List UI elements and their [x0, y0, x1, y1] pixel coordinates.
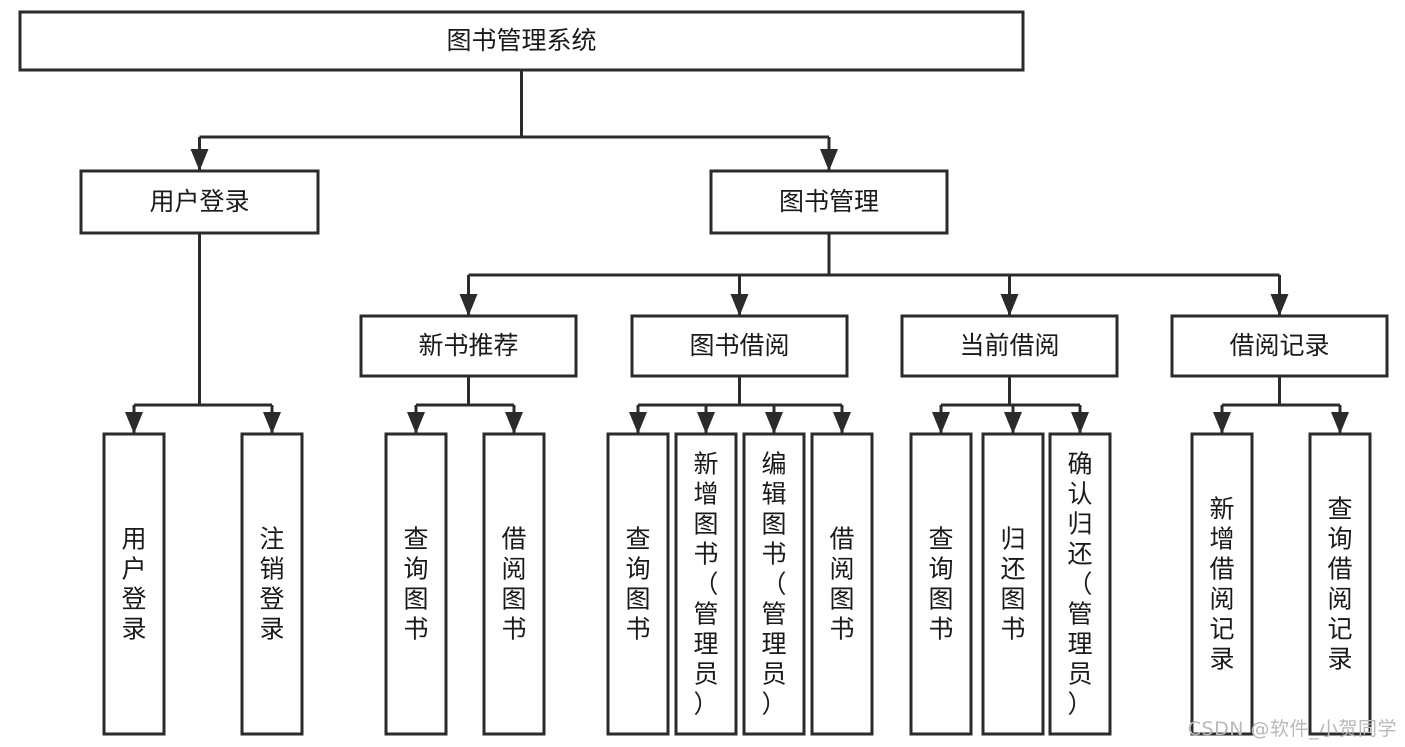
node-box-leaf-query-book-current[interactable]	[909, 432, 973, 736]
node-box-leaf-add-book[interactable]	[674, 432, 738, 736]
arrow-head-icon	[263, 412, 281, 434]
node-label-user-login: 用户登录	[149, 187, 249, 216]
arrow-head-icon	[459, 294, 478, 316]
arrow-head-icon	[1213, 412, 1231, 434]
node-label-leaf-query-book-recommend: 查询图书	[403, 524, 428, 643]
node-current-borrow[interactable]: 当前借阅	[900, 314, 1119, 378]
arrow-head-icon	[765, 412, 783, 434]
node-leaf-logout[interactable]: 注销登录	[240, 432, 304, 736]
node-new-book-recommend[interactable]: 新书推荐	[359, 314, 578, 378]
arrow-head-icon	[190, 149, 209, 171]
node-box-book-management[interactable]	[709, 169, 949, 235]
node-box-leaf-borrow-book-recommend[interactable]	[482, 432, 546, 736]
arrow-head-icon	[1071, 412, 1089, 434]
node-label-leaf-borrow-book-recommend: 借阅图书	[501, 524, 526, 643]
node-box-leaf-add-borrow-record[interactable]	[1190, 432, 1254, 736]
node-box-leaf-query-borrow-record[interactable]	[1308, 432, 1372, 736]
node-box-leaf-query-book-recommend[interactable]	[384, 432, 448, 736]
node-leaf-confirm-return[interactable]: 确认归还（管理员）	[1048, 432, 1112, 736]
node-box-current-borrow[interactable]	[900, 314, 1119, 378]
node-leaf-add-borrow-record[interactable]: 新增借阅记录	[1190, 432, 1254, 736]
node-leaf-edit-book[interactable]: 编辑图书（管理员）	[742, 432, 806, 736]
nodes-layer: 图书管理系统用户登录图书管理新书推荐图书借阅当前借阅借阅记录用户登录注销登录查询…	[18, 10, 1389, 736]
node-label-leaf-query-borrow-record: 查询借阅记录	[1327, 494, 1352, 673]
node-label-leaf-confirm-return: 确认归还（管理员）	[1067, 449, 1092, 718]
node-box-leaf-return-book[interactable]	[981, 432, 1045, 736]
node-user-login[interactable]: 用户登录	[79, 169, 320, 235]
node-leaf-query-book-current[interactable]: 查询图书	[909, 432, 973, 736]
node-box-leaf-user-login[interactable]	[102, 432, 166, 736]
node-box-leaf-edit-book[interactable]	[742, 432, 806, 736]
node-label-borrow-record: 借阅记录	[1229, 331, 1329, 360]
node-book-borrow[interactable]: 图书借阅	[630, 314, 849, 378]
node-box-leaf-confirm-return[interactable]	[1048, 432, 1112, 736]
node-box-leaf-borrow-book[interactable]	[810, 432, 874, 736]
node-label-leaf-query-book-current: 查询图书	[928, 524, 953, 643]
node-box-book-borrow[interactable]	[630, 314, 849, 378]
arrow-head-icon	[629, 412, 647, 434]
arrow-head-icon	[1004, 412, 1022, 434]
node-label-book-management: 图书管理	[779, 187, 879, 216]
node-label-leaf-query-book-borrow: 查询图书	[625, 524, 650, 643]
node-label-root: 图书管理系统	[446, 26, 596, 55]
node-label-leaf-edit-book: 编辑图书（管理员）	[761, 449, 786, 718]
node-label-new-book-recommend: 新书推荐	[418, 331, 518, 360]
node-label-leaf-logout: 注销登录	[259, 524, 284, 643]
node-leaf-borrow-book[interactable]: 借阅图书	[810, 432, 874, 736]
node-book-management[interactable]: 图书管理	[709, 169, 949, 235]
node-label-leaf-user-login: 用户登录	[121, 524, 146, 643]
node-label-leaf-add-borrow-record: 新增借阅记录	[1209, 494, 1234, 673]
node-label-leaf-return-book: 归还图书	[1000, 524, 1025, 643]
node-leaf-add-book[interactable]: 新增图书（管理员）	[674, 432, 738, 736]
node-borrow-record[interactable]: 借阅记录	[1170, 314, 1389, 378]
node-leaf-query-book-recommend[interactable]: 查询图书	[384, 432, 448, 736]
arrow-head-icon	[1000, 294, 1019, 316]
arrow-head-icon	[932, 412, 950, 434]
arrow-head-icon	[820, 149, 838, 171]
arrow-head-icon	[1270, 294, 1289, 316]
node-box-new-book-recommend[interactable]	[359, 314, 578, 378]
node-box-borrow-record[interactable]	[1170, 314, 1389, 378]
arrow-head-icon	[833, 412, 851, 434]
arrow-head-icon	[505, 412, 523, 434]
node-box-leaf-logout[interactable]	[240, 432, 304, 736]
node-box-leaf-query-book-borrow[interactable]	[606, 432, 670, 736]
node-box-user-login[interactable]	[79, 169, 320, 235]
node-root[interactable]: 图书管理系统	[18, 10, 1025, 72]
node-leaf-return-book[interactable]: 归还图书	[981, 432, 1045, 736]
arrow-head-icon	[730, 294, 749, 316]
node-leaf-query-book-borrow[interactable]: 查询图书	[606, 432, 670, 736]
node-leaf-query-borrow-record[interactable]: 查询借阅记录	[1308, 432, 1372, 736]
arrow-head-icon	[1331, 412, 1349, 434]
edges-layer	[125, 70, 1349, 434]
node-label-current-borrow: 当前借阅	[959, 331, 1059, 360]
node-box-root[interactable]	[18, 10, 1025, 72]
node-label-leaf-borrow-book: 借阅图书	[829, 524, 854, 643]
node-label-leaf-add-book: 新增图书（管理员）	[693, 449, 718, 718]
node-label-book-borrow: 图书借阅	[689, 331, 789, 360]
node-leaf-borrow-book-recommend[interactable]: 借阅图书	[482, 432, 546, 736]
arrow-head-icon	[697, 412, 715, 434]
csdn-watermark: CSDN @软件_小贺同学	[1187, 718, 1397, 740]
arrow-head-icon	[407, 412, 425, 434]
arrow-head-icon	[125, 412, 143, 434]
node-leaf-user-login[interactable]: 用户登录	[102, 432, 166, 736]
